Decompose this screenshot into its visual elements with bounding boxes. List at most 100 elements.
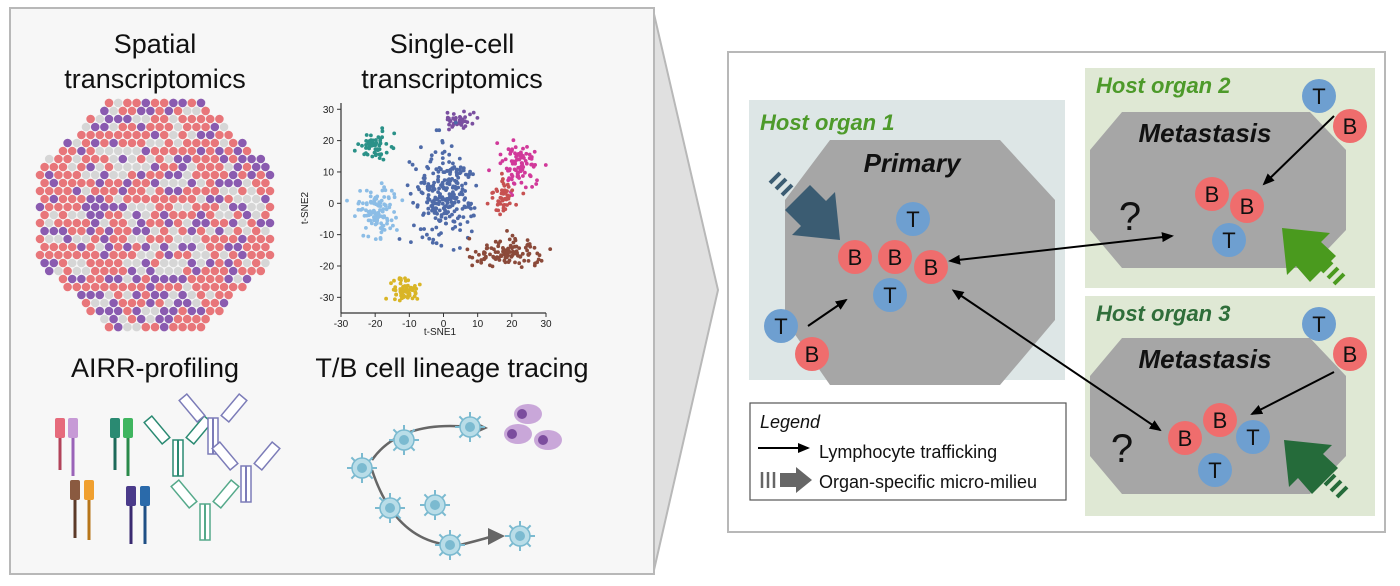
tsne-point	[525, 145, 529, 149]
tsne-point	[514, 154, 518, 159]
tsne-point	[445, 110, 450, 115]
tsne-point	[445, 199, 449, 203]
tsne-point	[463, 181, 468, 186]
tsne-point	[376, 215, 381, 220]
spatial-spot	[35, 218, 45, 228]
spatial-spot	[261, 194, 270, 204]
tsne-point	[422, 181, 427, 186]
tsne-point	[519, 180, 524, 185]
tsne-point	[356, 142, 361, 147]
tsne-points	[345, 109, 553, 303]
spatial-spot	[58, 178, 68, 188]
spatial-spot	[169, 258, 178, 268]
spatial-spot	[67, 274, 77, 284]
spatial-spot	[72, 218, 82, 228]
spatial-spot	[58, 210, 68, 220]
spatial-spot	[169, 290, 178, 300]
tsne-point	[434, 128, 439, 133]
b-cell-icon	[389, 425, 419, 455]
spatial-spot	[72, 282, 82, 292]
spatial-spot	[49, 178, 59, 188]
tsne-point	[394, 215, 398, 220]
spatial-spot	[210, 282, 220, 292]
spatial-spot	[44, 202, 54, 212]
spatial-spot	[109, 282, 118, 292]
spatial-spot	[141, 194, 151, 204]
spatial-spot	[169, 274, 178, 284]
spatial-spot	[109, 298, 118, 308]
spatial-spot	[251, 242, 261, 252]
tsne-point	[377, 156, 382, 161]
spatial-spot	[173, 106, 183, 116]
tsne-point	[463, 115, 467, 119]
spatial-spot	[210, 266, 220, 276]
tsne-point	[536, 257, 541, 262]
spatial-spot	[215, 274, 224, 284]
spatial-spot	[219, 218, 229, 228]
receptor-chain-icon	[70, 480, 94, 540]
tsne-point	[514, 249, 519, 254]
spatial-spot	[40, 210, 49, 220]
spatial-spot	[109, 266, 118, 276]
tsne-point	[399, 278, 403, 283]
spatial-spot	[127, 282, 137, 292]
spatial-spot	[127, 202, 137, 212]
tsne-point	[516, 171, 520, 176]
spatial-spot	[113, 130, 123, 140]
spatial-spot	[109, 250, 118, 260]
spatial-spot	[201, 186, 210, 196]
spatial-spot	[159, 130, 169, 140]
tsne-point	[449, 144, 454, 149]
spatial-spot	[141, 290, 151, 300]
spatial-spot	[251, 178, 261, 188]
spatial-spot	[219, 234, 229, 244]
spatial-spot	[155, 218, 164, 228]
spatial-spot	[86, 290, 95, 300]
spatial-spot	[196, 322, 206, 332]
spatial-spot	[146, 234, 155, 244]
spatial-spot	[81, 234, 91, 244]
tsne-point	[384, 142, 389, 146]
spatial-spot	[123, 178, 132, 188]
spatial-spot	[54, 234, 63, 244]
metastasis-2-micro-milieu-arrow	[1282, 228, 1346, 286]
spatial-spot	[238, 250, 247, 260]
spatial-spot	[58, 194, 68, 204]
spatial-spot	[164, 122, 174, 132]
spatial-spot	[86, 242, 95, 252]
spatial-spot	[256, 234, 266, 244]
spatial-spot	[228, 170, 238, 180]
spatial-spot	[219, 186, 229, 196]
spatial-spot	[182, 234, 192, 244]
tsne-point	[526, 259, 531, 263]
spatial-spot	[113, 162, 123, 172]
spatial-spot	[100, 154, 109, 164]
spatial-spot	[72, 250, 82, 260]
spatial-spot	[77, 162, 86, 172]
spatial-spot	[201, 250, 210, 260]
tsne-point	[509, 177, 514, 182]
tsne-point	[439, 243, 444, 248]
tsne-point	[451, 161, 455, 166]
tsne-point	[364, 188, 369, 193]
spatial-spot	[77, 210, 86, 220]
cell-label: B	[1205, 182, 1220, 207]
spatial-spot	[49, 210, 59, 220]
spatial-spot	[238, 138, 247, 148]
spatial-spot	[72, 170, 82, 180]
spatial-spot	[113, 258, 123, 268]
spatial-spot	[265, 218, 275, 228]
tsne-point	[379, 214, 384, 219]
tsne-point	[378, 201, 383, 205]
spatial-spot	[127, 298, 137, 308]
spatial-spot	[109, 154, 118, 164]
tsne-point	[451, 116, 456, 121]
spatial-spot	[77, 258, 86, 268]
metastasis-3-micro-milieu-arrow	[1284, 440, 1349, 499]
spatial-spot	[146, 298, 155, 308]
spatial-spot	[54, 266, 63, 276]
tsne-point	[513, 236, 517, 241]
spatial-spot	[251, 210, 261, 220]
spatial-spot	[238, 266, 247, 276]
